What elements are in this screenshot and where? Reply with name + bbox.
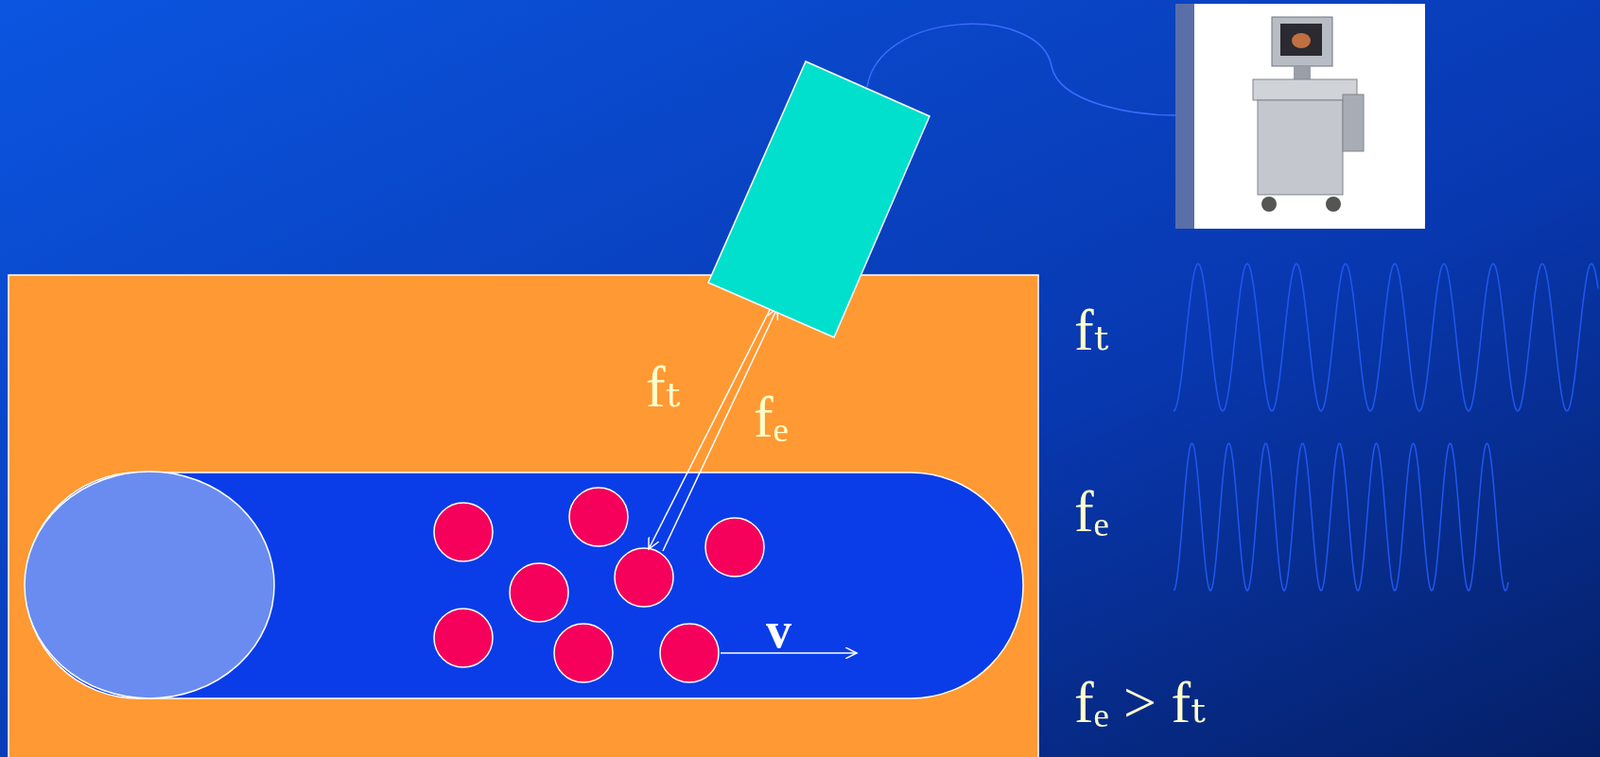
transmitted-beam: [648, 308, 771, 550]
red-cell: [554, 624, 613, 683]
blood-vessel: [25, 472, 1024, 699]
velocity-label: v: [765, 605, 792, 657]
transmitted-wave: [1173, 263, 1599, 412]
tissue: [8, 275, 1039, 757]
red-cell: [705, 518, 765, 577]
echo-wave: [1173, 443, 1509, 592]
beam-label: fₜ: [645, 357, 680, 417]
screen-image: [1291, 33, 1311, 49]
machine-body: [1257, 100, 1343, 195]
monitor: [1271, 17, 1333, 67]
machine-photo: [1175, 3, 1426, 229]
ultrasound-machine: [1175, 3, 1426, 229]
side-holder: [1342, 94, 1364, 152]
vessel-section: [24, 471, 275, 699]
wave-label: fₑ: [1074, 482, 1110, 541]
wave-label: fₜ: [1074, 300, 1109, 360]
red-cell: [614, 548, 674, 608]
red-cell: [569, 487, 628, 547]
wheel: [1325, 196, 1341, 212]
probe-cable: [867, 23, 1176, 116]
ultrasound-probe: [708, 61, 930, 338]
screen: [1280, 23, 1322, 56]
red-cell: [660, 624, 719, 683]
red-cell: [434, 503, 493, 562]
monitor-arm: [1293, 66, 1311, 80]
photo-edge: [1175, 3, 1195, 229]
red-cells: [434, 487, 765, 683]
red-cell: [509, 563, 569, 623]
wheel: [1261, 196, 1277, 212]
red-cell: [434, 608, 493, 668]
relation-label: fₑ > fₜ: [1074, 673, 1205, 732]
beam-label: fₑ: [753, 387, 789, 447]
control-panel: [1252, 79, 1357, 101]
